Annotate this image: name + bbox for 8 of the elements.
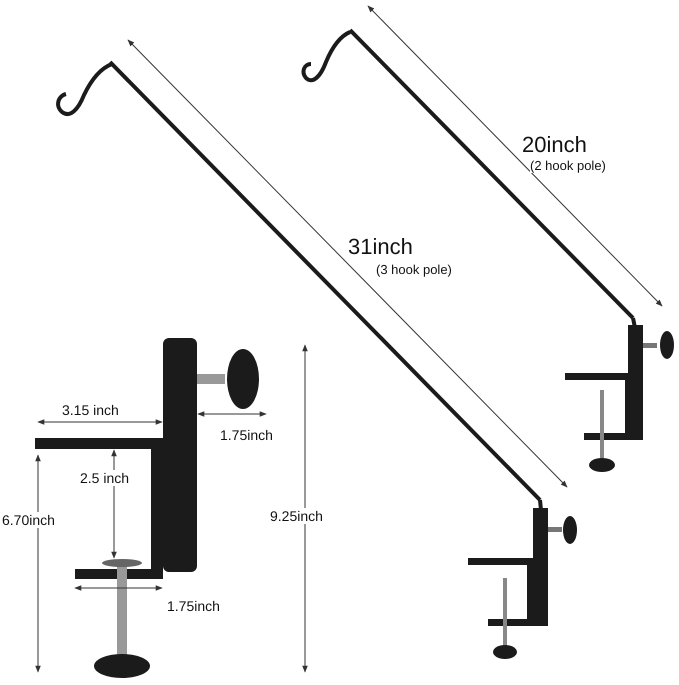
dimension-label: 9.25inch (270, 508, 323, 524)
dimension-label: 1.75inch (220, 427, 273, 443)
dimension-label: 1.75inch (167, 598, 220, 614)
dimension-label: 6.70inch (2, 512, 55, 528)
dimension-label: (2 hook pole) (530, 158, 606, 173)
dimension-label: 2.5 inch (80, 470, 130, 486)
dimension-label: (3 hook pole) (376, 262, 452, 277)
dimension-label: 3.15 inch (62, 402, 119, 418)
